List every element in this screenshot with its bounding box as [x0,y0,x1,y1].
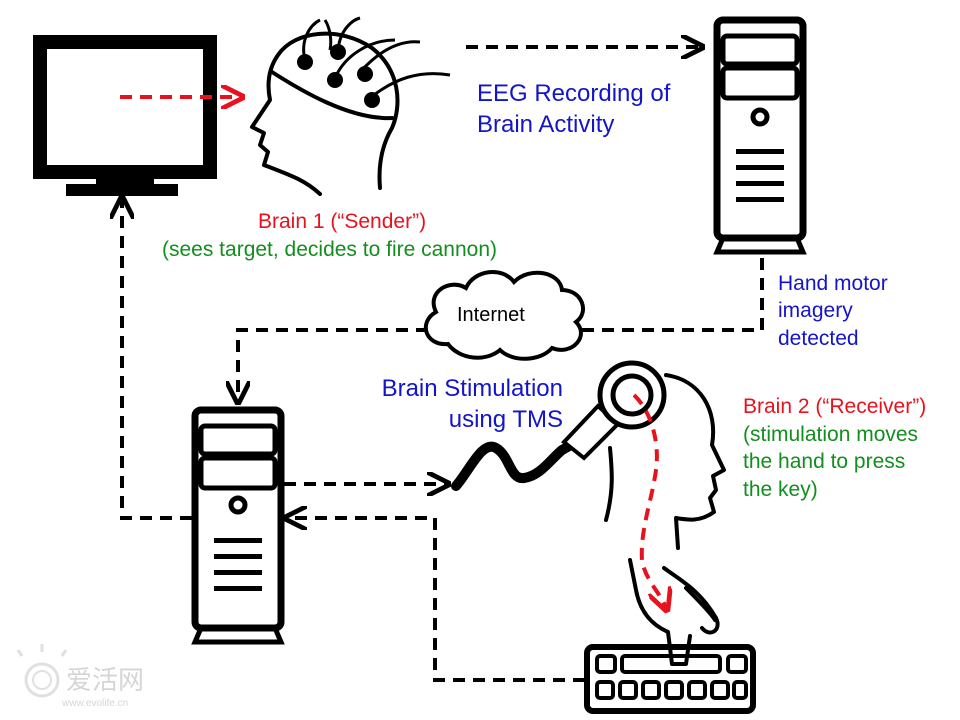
monitor-icon [33,35,217,196]
computer-tower-icon [713,16,807,255]
eeg-electrode-dots [297,44,380,108]
keyboard-icon [584,644,756,714]
watermark-logo [16,644,68,698]
eeg-head-icon [250,31,400,196]
tms-coil-icon [561,360,667,461]
keypress-path [288,518,585,682]
brain2-description-label: (stimulation moves the hand to press the… [743,423,919,501]
eeg-recording-label: EEG Recording of Brain Activity [477,80,671,139]
display-feedback-path [122,200,192,520]
brain1-title-label: Brain 1 (“Sender”) [258,210,427,233]
internet-label: Internet [457,304,525,326]
cloud-icon [424,269,585,361]
hand-motor-label: Hand motor imagery detected [778,272,888,350]
receiver-head-icon [604,373,726,550]
brain1-description-label: (sees target, decides to fire cannon) [162,238,498,261]
watermark-text: 爱活网 [66,665,145,695]
computer-tower-icon [191,406,285,645]
brain-stimulation-label: Brain Stimulation using TMS [381,375,563,434]
tms-cable-icon [451,435,585,491]
internet-path [238,258,764,400]
brain2-title-label: Brain 2 (“Receiver”) [743,395,927,418]
watermark-url: www.evolife.cn [62,698,129,709]
eeg-electrodes-icon [302,16,451,100]
hand-icon [628,558,720,666]
